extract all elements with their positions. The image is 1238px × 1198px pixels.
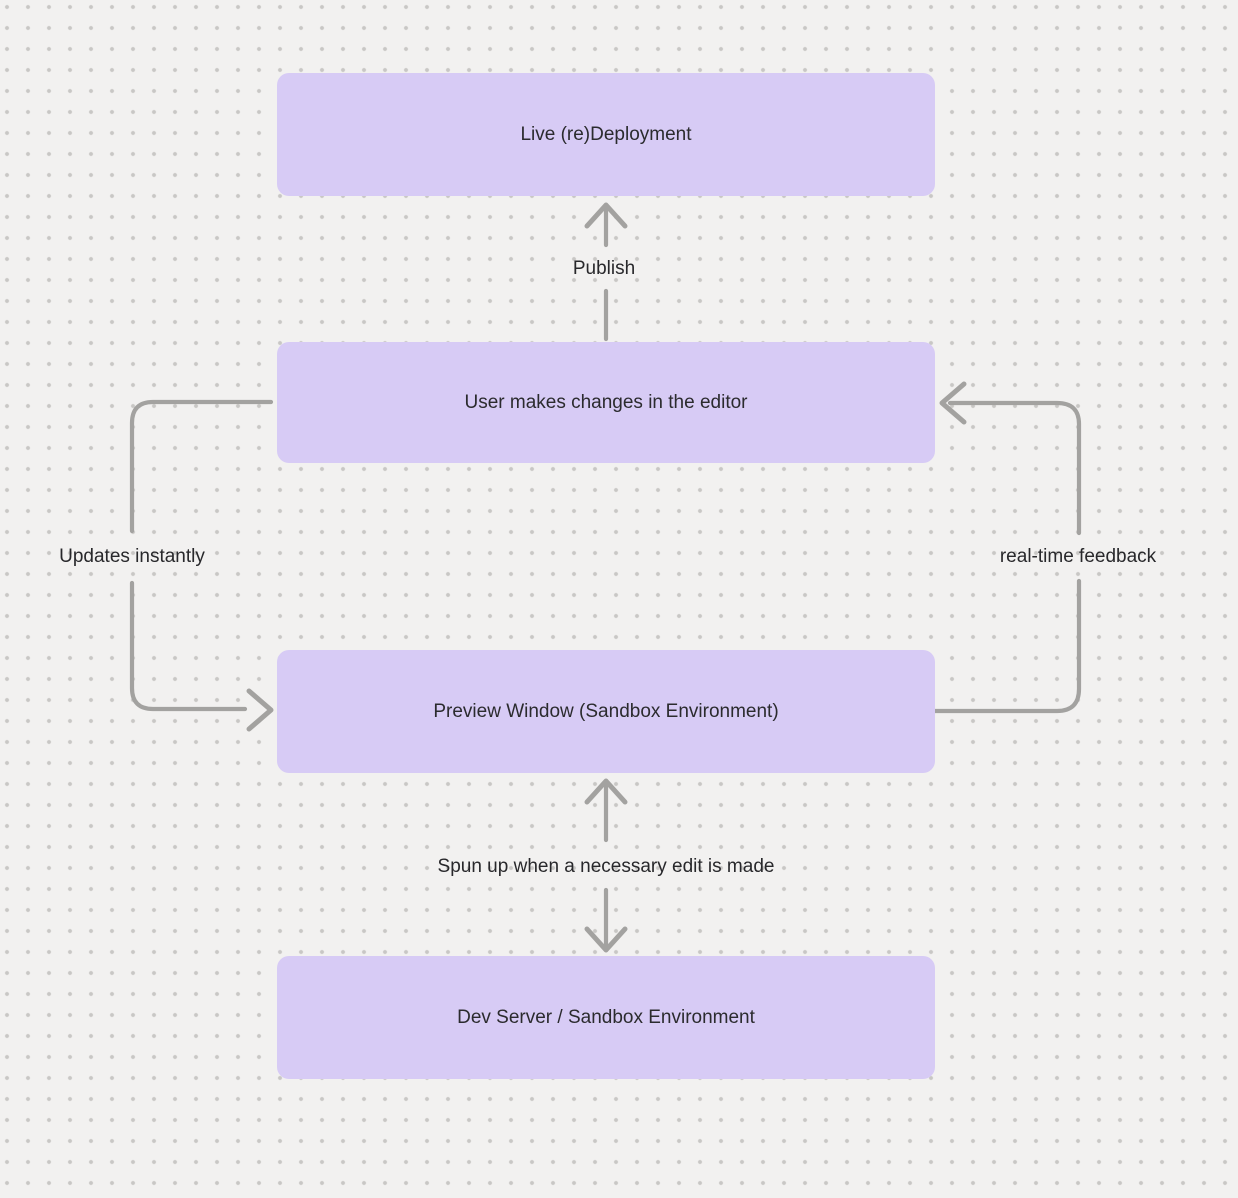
arrowhead-down-icon — [584, 926, 628, 953]
node-label: Preview Window (Sandbox Environment) — [433, 700, 779, 722]
edge-updates-segment-lower — [129, 580, 248, 712]
arrowhead-up-icon — [584, 778, 628, 805]
node-user-editor: User makes changes in the editor — [277, 342, 935, 463]
edge-feedback-segment-upper — [947, 400, 1082, 536]
node-label: User makes changes in the editor — [464, 391, 748, 413]
node-live-redeployment: Live (re)Deployment — [277, 73, 935, 196]
node-label: Dev Server / Sandbox Environment — [457, 1006, 755, 1028]
edge-label-updates-instantly: Updates instantly — [59, 546, 205, 567]
node-label: Live (re)Deployment — [520, 123, 692, 145]
edge-feedback-segment-lower — [931, 578, 1082, 714]
arrowhead-left-icon — [939, 381, 967, 425]
edge-label-spun-up: Spun up when a necessary edit is made — [437, 856, 775, 877]
edge-label-real-time-feedback: real-time feedback — [999, 546, 1157, 567]
edge-updates-segment-upper — [129, 399, 274, 534]
arrowhead-right-icon — [246, 688, 274, 732]
node-dev-server: Dev Server / Sandbox Environment — [277, 956, 935, 1079]
node-preview-window: Preview Window (Sandbox Environment) — [277, 650, 935, 773]
arrowhead-up-icon — [584, 202, 628, 229]
edge-label-publish: Publish — [572, 258, 636, 279]
